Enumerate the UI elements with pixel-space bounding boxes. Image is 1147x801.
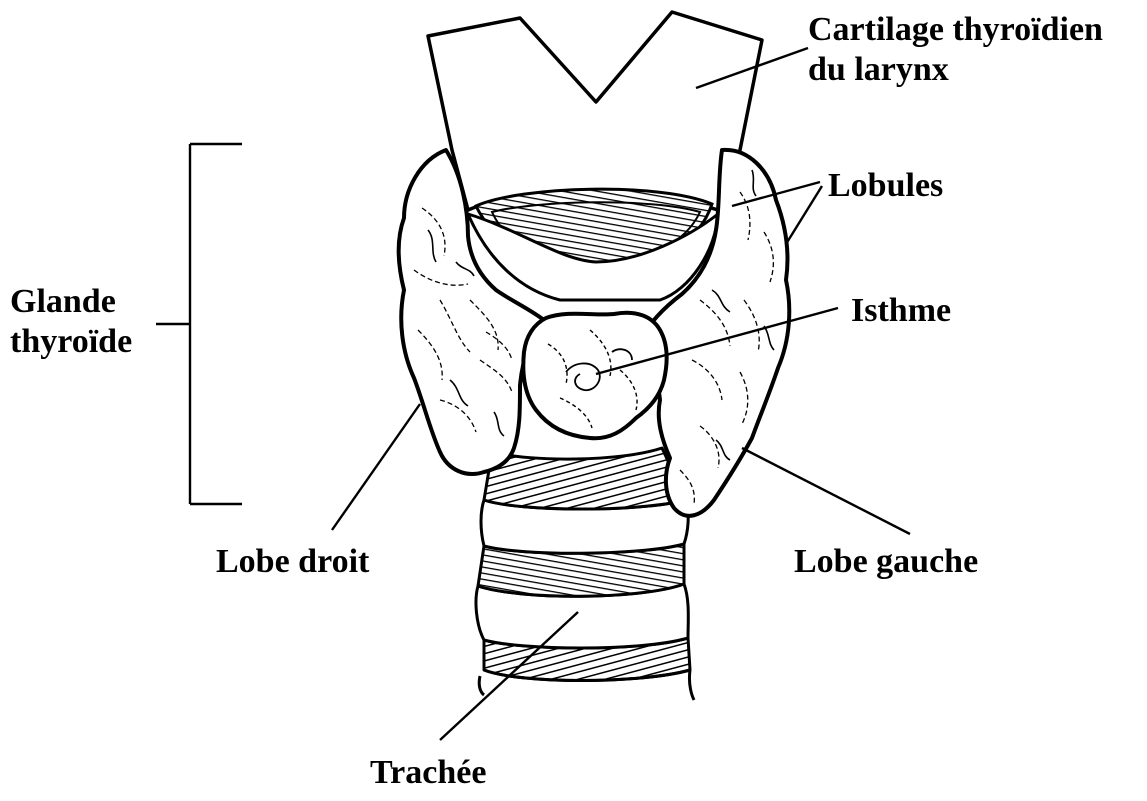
label-isthme: Isthme [851, 291, 951, 331]
label-glande-line-2: thyroïde [10, 322, 132, 362]
label-glande-thyroide: Glande thyroïde [10, 282, 132, 362]
label-lobules: Lobules [828, 166, 943, 206]
label-glande-line-1: Glande [10, 282, 132, 322]
label-cartilage-line-1: Cartilage thyroïdien [808, 10, 1103, 50]
label-lobe-droit: Lobe droit [216, 542, 369, 582]
leader-lobe-droit [332, 404, 420, 530]
gland-bracket [156, 144, 242, 504]
label-cartilage-thyroidien: Cartilage thyroïdien du larynx [808, 10, 1103, 90]
leader-lobe-gauche [742, 448, 910, 534]
trachea-ring-0 [484, 448, 686, 509]
isthmus [523, 313, 666, 438]
leader-lobules-2 [786, 186, 822, 244]
trachea [476, 448, 694, 700]
label-lobe-gauche: Lobe gauche [794, 542, 978, 582]
label-cartilage-line-2: du larynx [808, 50, 1103, 90]
label-trachee: Trachée [370, 753, 486, 793]
